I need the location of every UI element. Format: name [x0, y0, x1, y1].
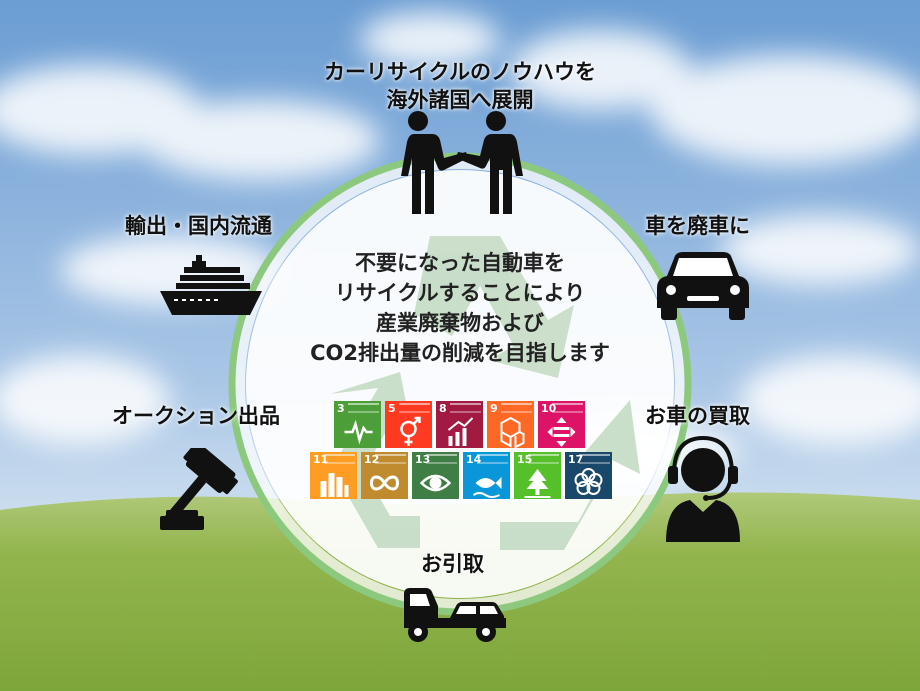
sdg-goal-5: 5	[385, 401, 432, 448]
operator-headset-icon	[666, 435, 740, 542]
label-pickup: お引取	[421, 552, 484, 576]
sdg-goal-15: 15	[514, 452, 561, 499]
tree-icon	[524, 469, 551, 498]
growth-chart-icon	[447, 417, 474, 446]
sdg-goal-number: 14	[466, 453, 482, 466]
car-icon	[657, 252, 749, 320]
sdg-goal-caption	[399, 403, 430, 413]
fish-icon	[472, 477, 502, 498]
label-auction: オークション出品	[112, 404, 280, 428]
handshake-people-icon	[401, 111, 523, 214]
sdg-goal-caption	[528, 454, 559, 464]
tow-truck-icon	[404, 588, 506, 642]
equality-arrows-icon	[547, 417, 576, 447]
sdg-goal-caption	[375, 454, 406, 464]
sdg-goal-caption	[450, 403, 481, 413]
cubes-icon	[500, 416, 525, 448]
sdg-goal-11: 11	[310, 452, 357, 499]
eye-globe-icon	[420, 474, 451, 492]
center-message: 不要になった自動車を リサイクルすることにより 産業廃棄物および CO2排出量の…	[278, 248, 642, 368]
label-export: 輸出・国内流通	[125, 214, 272, 238]
center-message-line2: リサイクルすることにより	[334, 281, 586, 305]
label-purchase: お車の買取	[645, 404, 750, 428]
sdg-goal-caption	[579, 454, 610, 464]
heartbeat-icon	[344, 419, 373, 445]
sdg-goal-13: 13	[412, 452, 459, 499]
clouds	[0, 12, 920, 480]
sdg-goal-number: 8	[439, 402, 447, 415]
label-scrap: 車を廃車に	[645, 214, 750, 238]
sdg-goal-number: 5	[388, 402, 396, 415]
sdg-goal-number: 13	[415, 453, 431, 466]
sdg-goal-caption	[324, 454, 355, 464]
sdg-goal-3: 3	[334, 401, 381, 448]
sdg-goal-caption	[426, 454, 457, 464]
sdg-goal-10: 10	[538, 401, 585, 448]
center-message-line1: 不要になった自動車を	[355, 251, 565, 275]
center-message-line3: 産業廃棄物および	[376, 311, 544, 335]
sdg-goal-caption	[348, 403, 379, 413]
sdg-goal-number: 12	[364, 453, 380, 466]
sdg-goal-caption	[501, 403, 532, 413]
sdg-goal-caption	[552, 403, 583, 413]
sdg-goal-number: 10	[541, 402, 557, 415]
partnership-flower-icon	[574, 468, 603, 495]
center-message-line4: CO2排出量の削減を目指します	[310, 341, 610, 365]
gavel-icon	[160, 448, 238, 530]
sdg-goal-12: 12	[361, 452, 408, 499]
sdg-goal-number: 11	[313, 453, 329, 466]
label-overseas: カーリサイクルのノウハウを 海外諸国へ展開	[290, 58, 630, 114]
infinity-icon	[369, 475, 400, 491]
cargo-ship-icon	[160, 255, 262, 315]
sdg-goal-8: 8	[436, 401, 483, 448]
label-overseas-line1: カーリサイクルのノウハウを	[324, 60, 596, 84]
gender-equality-icon	[400, 416, 421, 446]
sdg-goal-9: 9	[487, 401, 534, 448]
sdg-goal-17: 17	[565, 452, 612, 499]
sdg-goal-number: 15	[517, 453, 533, 466]
label-overseas-line2: 海外諸国へ展開	[386, 88, 534, 112]
sdg-goal-number: 9	[490, 402, 498, 415]
inner-white-disc	[246, 170, 674, 598]
sdg-goal-caption	[477, 454, 508, 464]
sdg-goal-number: 3	[337, 402, 345, 415]
sdg-goal-number: 17	[568, 453, 584, 466]
city-icon	[320, 473, 349, 497]
sdg-goal-14: 14	[463, 452, 510, 499]
